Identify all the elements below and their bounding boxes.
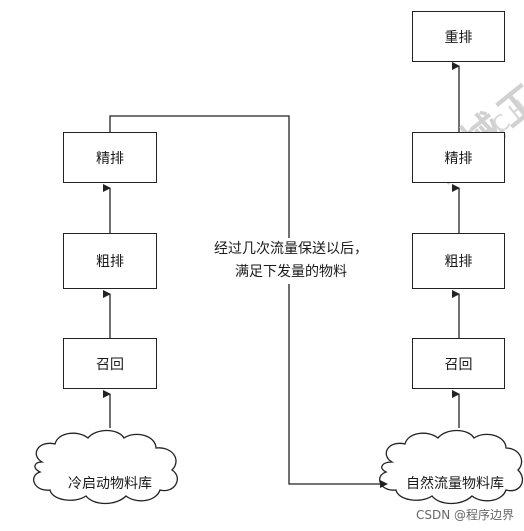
promotion-arrowhead xyxy=(380,480,388,488)
natural-traffic-cloud-shape xyxy=(379,429,523,505)
right-precise-rank-label: 精排 xyxy=(444,150,473,167)
right-rerank-label: 重排 xyxy=(444,29,473,46)
promotion-path xyxy=(109,115,380,485)
cold-start-cloud-shape xyxy=(33,429,178,505)
natural-traffic-cloud-label: 自然流量物料库 xyxy=(406,476,504,492)
cold-start-cloud-label: 冷启动物料库 xyxy=(68,476,152,492)
promotion-note-line2: 满足下发量的物料 xyxy=(235,264,347,280)
left-recall-label: 召回 xyxy=(96,356,124,373)
left-coarse-rank-box: 粗排 xyxy=(63,233,157,289)
right-recall-label: 召回 xyxy=(444,356,473,373)
right-rerank-box: 重排 xyxy=(412,11,505,62)
right-coarse-rank-label: 粗排 xyxy=(444,254,473,270)
right-recall-box: 召回 xyxy=(412,338,505,389)
left-coarse-rank-label: 粗排 xyxy=(96,254,124,270)
source-footer: CSDN @程序边界 xyxy=(415,508,514,522)
left-recall-box: 召回 xyxy=(63,338,157,389)
left-precise-rank-label: 精排 xyxy=(96,150,124,167)
left-precise-rank-box: 精排 xyxy=(63,132,157,183)
promotion-note-line1: 经过几次流量保送以后， xyxy=(214,241,368,257)
right-coarse-rank-box: 粗排 xyxy=(412,233,505,289)
right-precise-rank-box: 精排 xyxy=(412,132,505,183)
promotion-note: 经过几次流量保送以后， 满足下发量的物料 xyxy=(196,238,386,284)
